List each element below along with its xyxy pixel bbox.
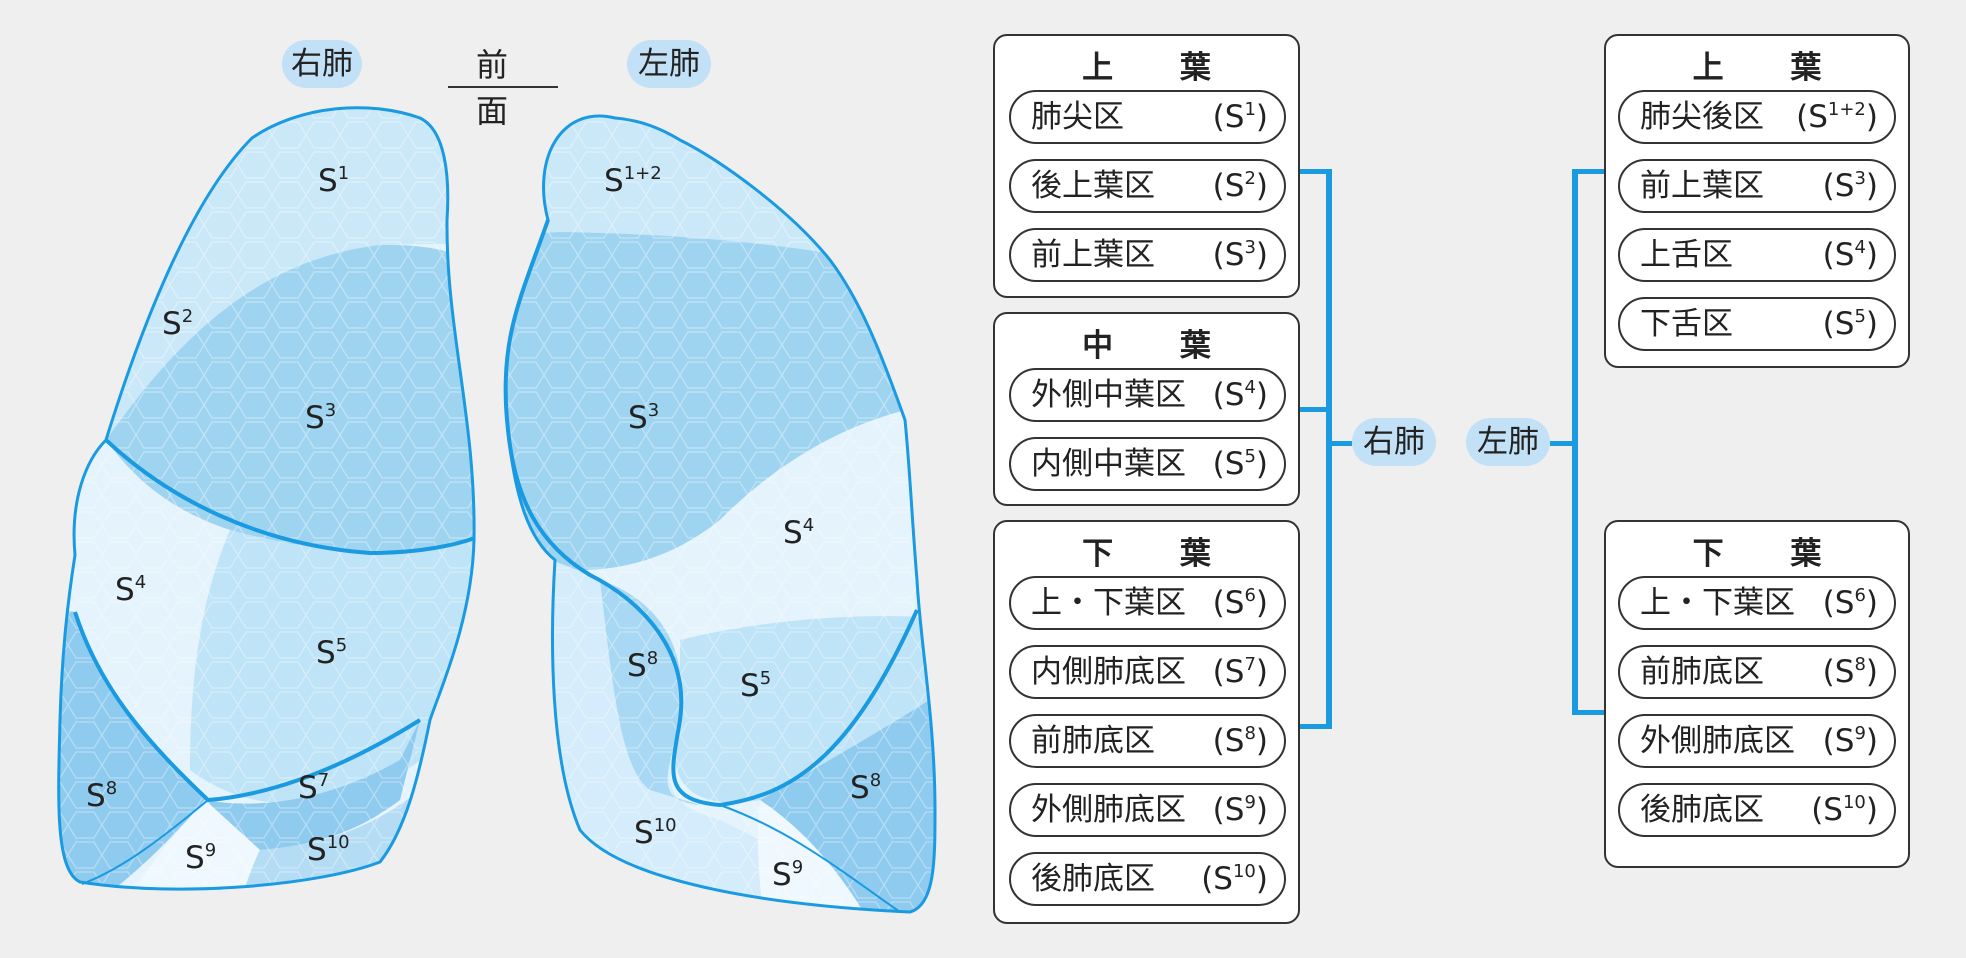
segment-label-left: S5 bbox=[740, 668, 772, 704]
segment-label-right: S7 bbox=[298, 770, 330, 806]
segment-item: 下舌区(S5) bbox=[1618, 297, 1896, 351]
bracket-line bbox=[1300, 724, 1330, 729]
right-lung-root-tag: 右肺 bbox=[1352, 418, 1436, 466]
segment-item: 内側中葉区(S5) bbox=[1009, 437, 1286, 491]
segment-item: 肺尖後区(S1+2) bbox=[1618, 90, 1896, 144]
segment-item: 前肺底区(S8) bbox=[1009, 714, 1286, 768]
front-view-underline bbox=[448, 86, 558, 88]
bracket-line bbox=[1326, 441, 1352, 446]
lobe-title: 上 葉 bbox=[1692, 50, 1850, 86]
segment-item: 外側肺底区(S9) bbox=[1618, 714, 1896, 768]
segment-item: 内側肺底区(S7) bbox=[1009, 645, 1286, 699]
segment-item: 後肺底区(S10) bbox=[1009, 852, 1286, 906]
segment-item: 外側肺底区(S9) bbox=[1009, 783, 1286, 837]
lobe-title: 下 葉 bbox=[1082, 536, 1239, 572]
left-lung bbox=[503, 114, 937, 914]
right-lung-tag: 右肺 bbox=[282, 40, 362, 88]
segment-label-right: S8 bbox=[86, 778, 118, 814]
lobe-title: 下 葉 bbox=[1692, 536, 1850, 572]
segment-label-left: S8 bbox=[627, 648, 659, 684]
segment-item: 上・下葉区(S6) bbox=[1618, 576, 1896, 630]
bracket-line bbox=[1550, 441, 1576, 446]
segment-label-right: S3 bbox=[305, 400, 337, 436]
lobe-title: 上 葉 bbox=[1082, 50, 1239, 86]
segment-label-left: S1+2 bbox=[604, 163, 662, 199]
segment-item: 前上葉区(S3) bbox=[1009, 228, 1286, 282]
left-lung-root-tag: 左肺 bbox=[1466, 418, 1550, 466]
segment-label-left: S3 bbox=[628, 400, 660, 436]
segment-item: 前上葉区(S3) bbox=[1618, 159, 1896, 213]
segment-label-right: S9 bbox=[185, 840, 217, 876]
right-upper-lobe-box: 上 葉 肺尖区(S1) 後上葉区(S2) 前上葉区(S3) bbox=[993, 34, 1300, 298]
segment-label-right: S10 bbox=[307, 832, 350, 868]
segment-item: 上舌区(S4) bbox=[1618, 228, 1896, 282]
segment-label-right: S2 bbox=[162, 306, 194, 342]
segment-item: 肺尖区(S1) bbox=[1009, 90, 1286, 144]
bracket-line bbox=[1572, 169, 1578, 715]
segment-label-left: S9 bbox=[772, 857, 804, 893]
segment-item: 後上葉区(S2) bbox=[1009, 159, 1286, 213]
bracket-line bbox=[1326, 169, 1332, 729]
segment-item: 外側中葉区(S4) bbox=[1009, 368, 1286, 422]
bracket-line bbox=[1572, 710, 1604, 715]
front-view-title: 前 面 bbox=[475, 46, 530, 130]
left-upper-lobe-box: 上 葉 肺尖後区(S1+2) 前上葉区(S3) 上舌区(S4) 下舌区(S5) bbox=[1604, 34, 1910, 368]
segment-label-right: S5 bbox=[316, 635, 348, 671]
segment-label-left: S8 bbox=[850, 770, 882, 806]
bracket-line bbox=[1572, 169, 1604, 174]
segment-label-right: S4 bbox=[115, 572, 147, 608]
left-lower-lobe-box: 下 葉 上・下葉区(S6) 前肺底区(S8) 外側肺底区(S9) 後肺底区(S1… bbox=[1604, 520, 1910, 868]
segment-item: 後肺底区(S10) bbox=[1618, 783, 1896, 837]
lobe-title: 中 葉 bbox=[1082, 328, 1239, 364]
right-middle-lobe-box: 中 葉 外側中葉区(S4) 内側中葉区(S5) bbox=[993, 312, 1300, 506]
segment-label-left: S4 bbox=[783, 515, 815, 551]
right-lower-lobe-box: 下 葉 上・下葉区(S6) 内側肺底区(S7) 前肺底区(S8) 外側肺底区(S… bbox=[993, 520, 1300, 924]
left-lung-tag: 左肺 bbox=[627, 40, 711, 88]
segment-item: 上・下葉区(S6) bbox=[1009, 576, 1286, 630]
segment-label-right: S1 bbox=[318, 163, 350, 199]
segment-label-left: S10 bbox=[634, 815, 677, 851]
segment-item: 前肺底区(S8) bbox=[1618, 645, 1896, 699]
bracket-line bbox=[1300, 407, 1330, 412]
bracket-line bbox=[1300, 169, 1330, 174]
lung-diagram bbox=[57, 106, 937, 914]
